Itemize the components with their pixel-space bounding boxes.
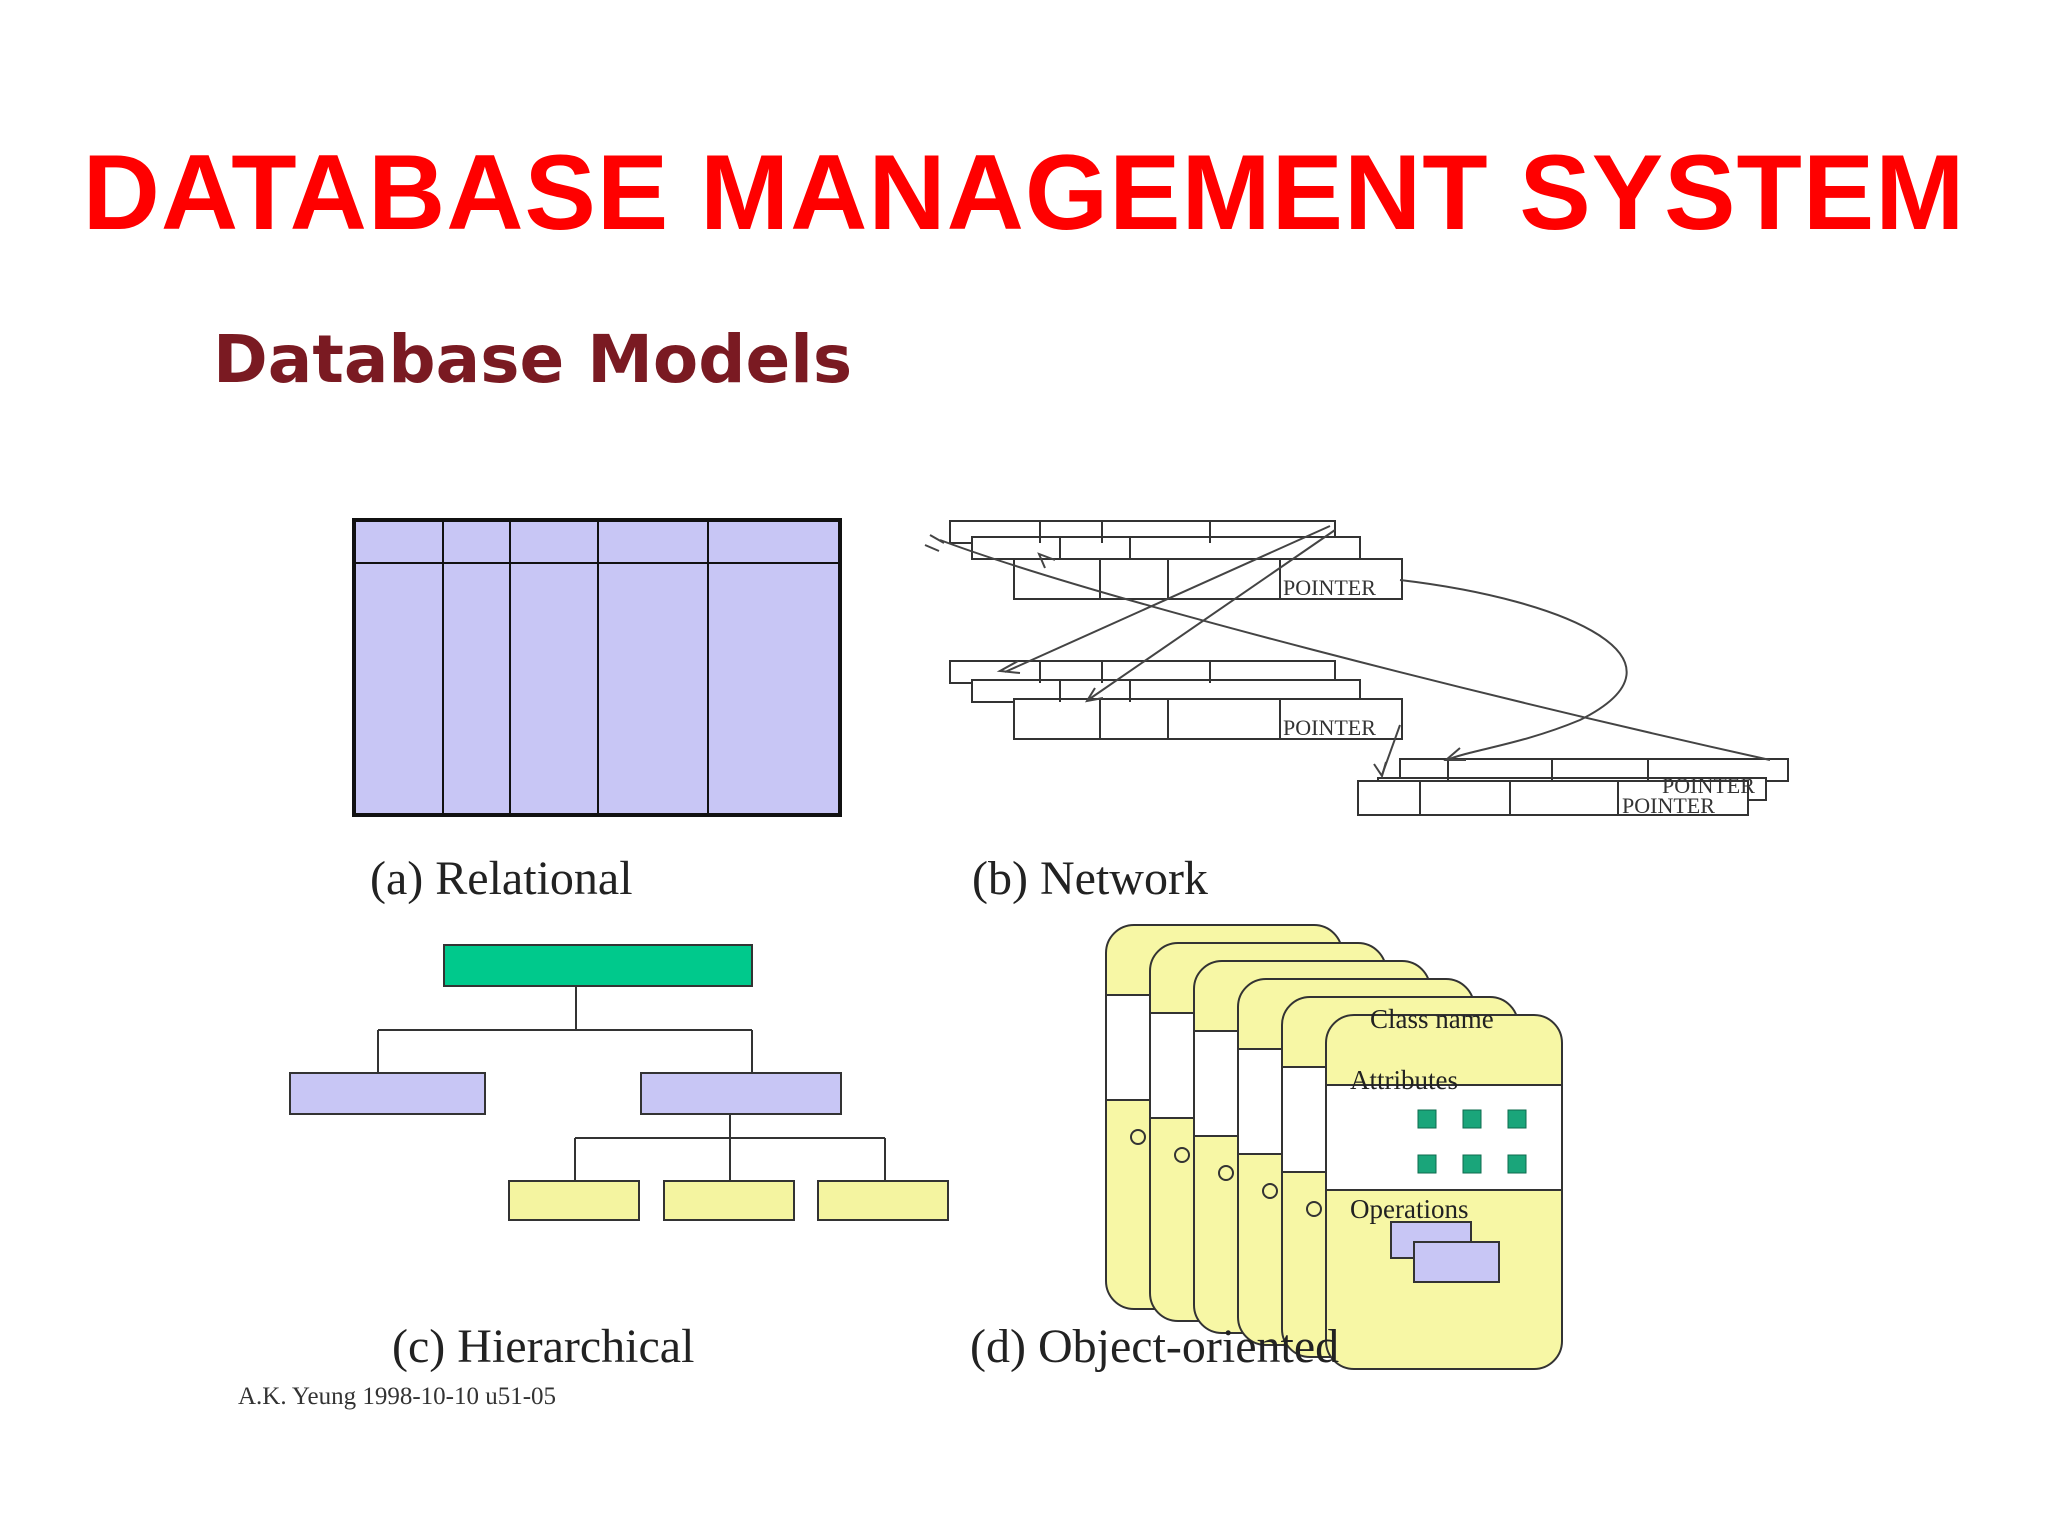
network-pointer-arrow <box>1087 529 1336 701</box>
object-class-stack <box>1105 924 1563 1370</box>
arrow-head <box>996 660 1021 674</box>
hierarchy-leaf-node <box>817 1180 949 1221</box>
operations-label: Operations <box>1350 1194 1468 1224</box>
network-pointer-arrow <box>1399 579 1628 761</box>
arrow-tail <box>924 534 945 552</box>
network-pointer-label: POINTER <box>1283 715 1376 740</box>
hierarchy-child-node <box>640 1072 842 1115</box>
class-card-front <box>1325 1014 1563 1370</box>
arrow-head <box>1084 687 1104 703</box>
arrow-head <box>1443 747 1466 761</box>
hierarchy-root-node <box>443 944 753 987</box>
attribute-square <box>1507 1154 1527 1174</box>
relational-caption: (a) Relational <box>370 852 633 905</box>
operation-marker <box>1130 1129 1146 1145</box>
relational-table <box>352 518 842 817</box>
attribute-square <box>1417 1154 1437 1174</box>
network-caption: (b) Network <box>972 852 1208 905</box>
network-pointer-arrows <box>924 525 1771 779</box>
figure-credit: A.K. Yeung 1998-10-10 u51-05 <box>238 1383 556 1410</box>
network-record <box>1357 780 1749 816</box>
hierarchy-child-node <box>289 1072 486 1115</box>
figure-heading: Database Models <box>213 321 852 398</box>
operation-marker <box>1306 1201 1322 1217</box>
attributes-label: Attributes <box>1350 1065 1458 1095</box>
attribute-square <box>1462 1109 1482 1129</box>
hierarchy-tree <box>289 944 949 1221</box>
network-pointer-label: POINTER <box>1622 793 1715 818</box>
network-pointer-label: POINTER <box>1662 773 1755 798</box>
attribute-square <box>1507 1109 1527 1129</box>
attribute-square <box>1417 1109 1437 1129</box>
network-diagram <box>949 520 1789 816</box>
attribute-square <box>1462 1154 1482 1174</box>
operation-marker <box>1218 1165 1234 1181</box>
network-pointer-arrow <box>939 539 1771 761</box>
hierarchy-leaf-node <box>663 1180 795 1221</box>
network-record <box>1013 698 1403 740</box>
hierarchy-leaf-node <box>508 1180 640 1221</box>
class-attributes-band <box>1325 1084 1563 1191</box>
arrow-head <box>1373 761 1387 779</box>
object-oriented-caption: (d) Object-oriented <box>970 1320 1339 1373</box>
page-title: DATABASE MANAGEMENT SYSTEM <box>82 132 1966 252</box>
operation-marker <box>1174 1147 1190 1163</box>
class-name-label: Class name <box>1370 1004 1494 1034</box>
arrow-head <box>1037 552 1056 569</box>
operation-box <box>1413 1241 1500 1283</box>
operation-marker <box>1262 1183 1278 1199</box>
network-record <box>1013 558 1403 600</box>
hierarchical-caption: (c) Hierarchical <box>392 1320 694 1373</box>
network-pointer-arrow <box>1004 525 1331 673</box>
network-pointer-label: POINTER <box>1283 575 1376 600</box>
network-record <box>971 536 1361 560</box>
